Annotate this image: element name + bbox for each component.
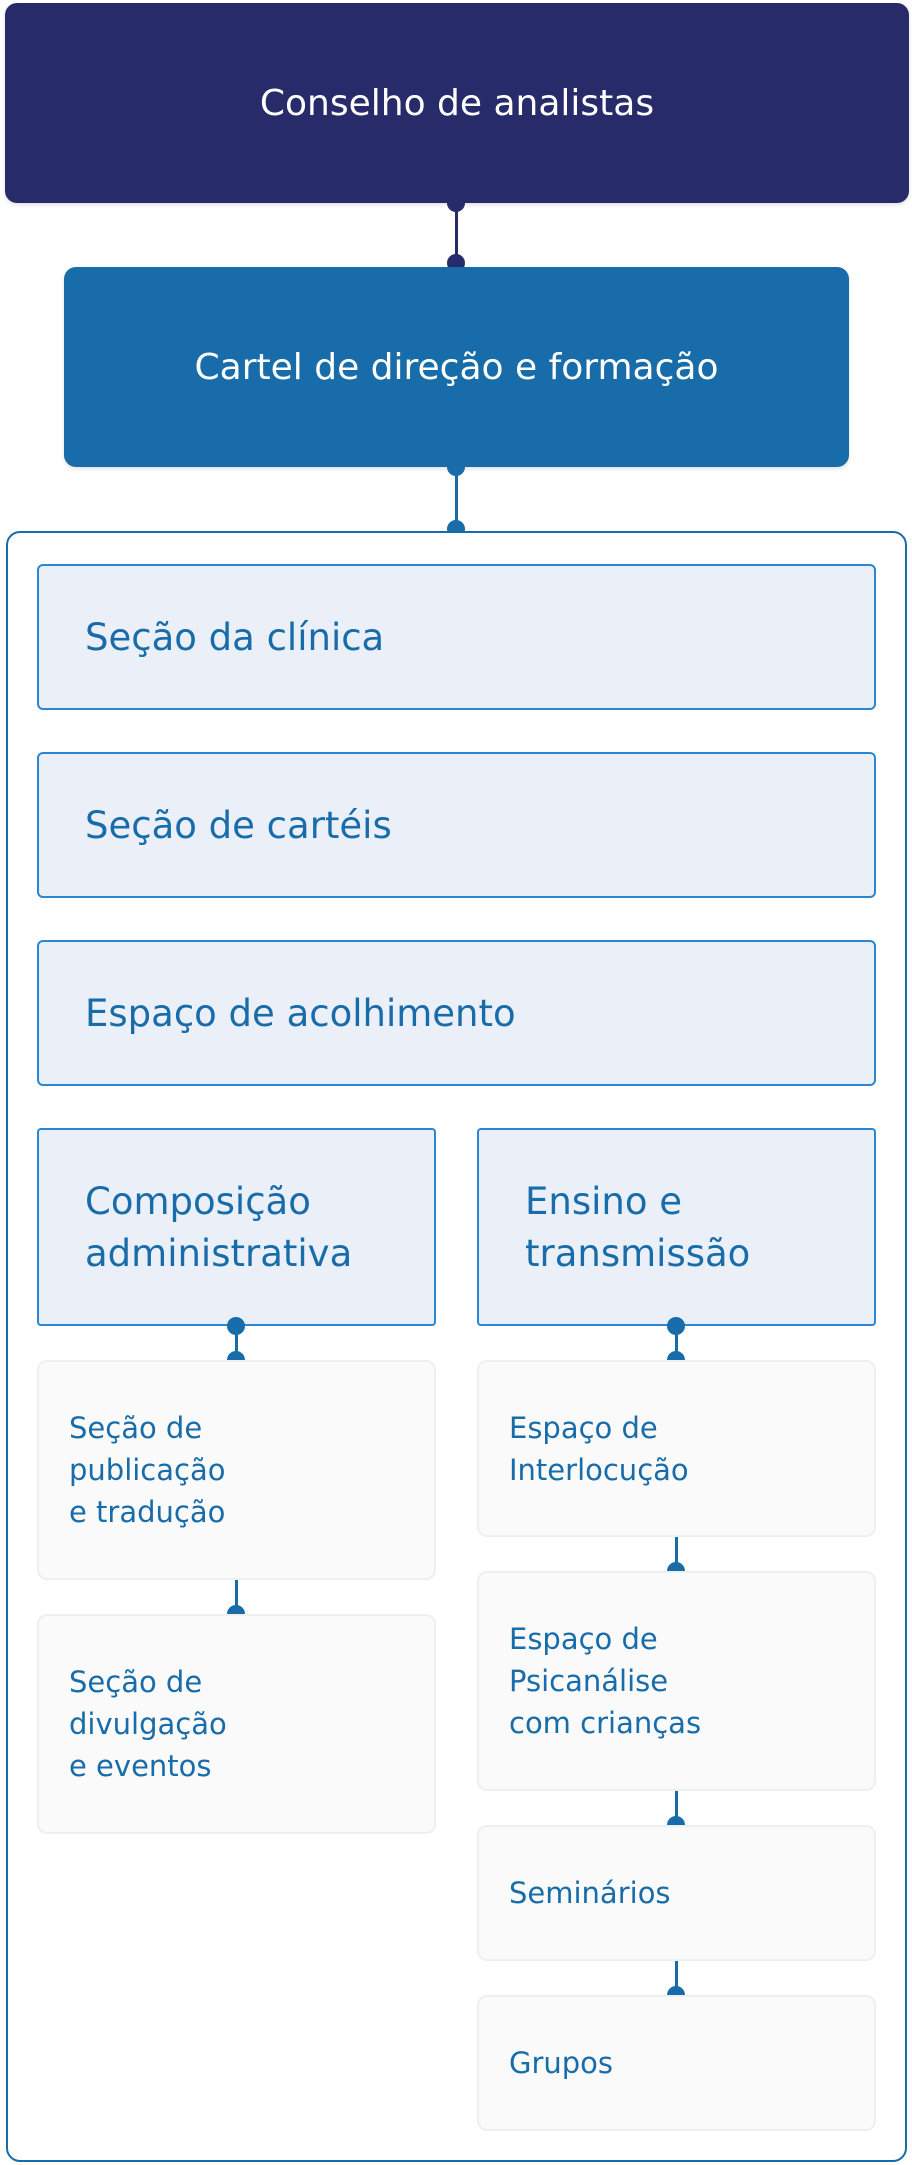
- connector-tick: [667, 1562, 685, 1571]
- connector-tick: [667, 1986, 685, 1995]
- connector-tick: [227, 1605, 245, 1614]
- node-conselho: Conselho de analistas: [5, 3, 909, 203]
- item-interlocucao-label: Espaço de Interlocução: [509, 1410, 689, 1487]
- section-clinica: Seção da clínica: [37, 564, 876, 710]
- connector-line: [235, 1326, 238, 1360]
- item-publicacao-label: Seção de publicação e tradução: [69, 1411, 226, 1529]
- item-interlocucao: Espaço de Interlocução: [477, 1360, 876, 1537]
- item-divulgacao-label: Seção de divulgação e eventos: [69, 1665, 227, 1783]
- item-grupos: Grupos: [477, 1995, 876, 2131]
- connector-tick: [667, 1351, 685, 1360]
- item-psicanalise-criancas: Espaço de Psicanálise com crianças: [477, 1571, 876, 1791]
- item-seminarios-label: Seminários: [509, 1876, 671, 1910]
- column-head-administrativa-label: Composição administrativa: [85, 1180, 353, 1275]
- section-acolhimento: Espaço de acolhimento: [37, 940, 876, 1086]
- node-conselho-label: Conselho de analistas: [259, 82, 655, 124]
- section-acolhimento-label: Espaço de acolhimento: [85, 991, 516, 1035]
- connector-dot: [447, 458, 465, 476]
- connector-line: [455, 467, 458, 531]
- section-carteis: Seção de cartéis: [37, 752, 876, 898]
- connector-tick: [667, 1816, 685, 1825]
- column-head-ensino: Ensino e transmissão: [477, 1128, 876, 1326]
- item-publicacao: Seção de publicação e tradução: [37, 1360, 436, 1580]
- column-head-administrativa: Composição administrativa: [37, 1128, 436, 1326]
- item-seminarios: Seminários: [477, 1825, 876, 1961]
- section-carteis-label: Seção de cartéis: [85, 803, 392, 847]
- connector-tick: [227, 1351, 245, 1360]
- node-cartel-label: Cartel de direção e formação: [194, 346, 719, 388]
- item-divulgacao: Seção de divulgação e eventos: [37, 1614, 436, 1834]
- section-clinica-label: Seção da clínica: [85, 615, 385, 659]
- connector-line: [455, 203, 458, 267]
- connector-line: [675, 1537, 678, 1571]
- connector-line: [675, 1791, 678, 1825]
- item-psicanalise-criancas-label: Espaço de Psicanálise com crianças: [509, 1622, 702, 1740]
- item-grupos-label: Grupos: [509, 2046, 614, 2080]
- node-cartel: Cartel de direção e formação: [64, 267, 849, 467]
- connector-line: [675, 1961, 678, 1995]
- column-head-ensino-label: Ensino e transmissão: [525, 1180, 751, 1275]
- connector-line: [235, 1580, 238, 1614]
- connector-dot: [447, 194, 465, 212]
- connector-line: [675, 1326, 678, 1360]
